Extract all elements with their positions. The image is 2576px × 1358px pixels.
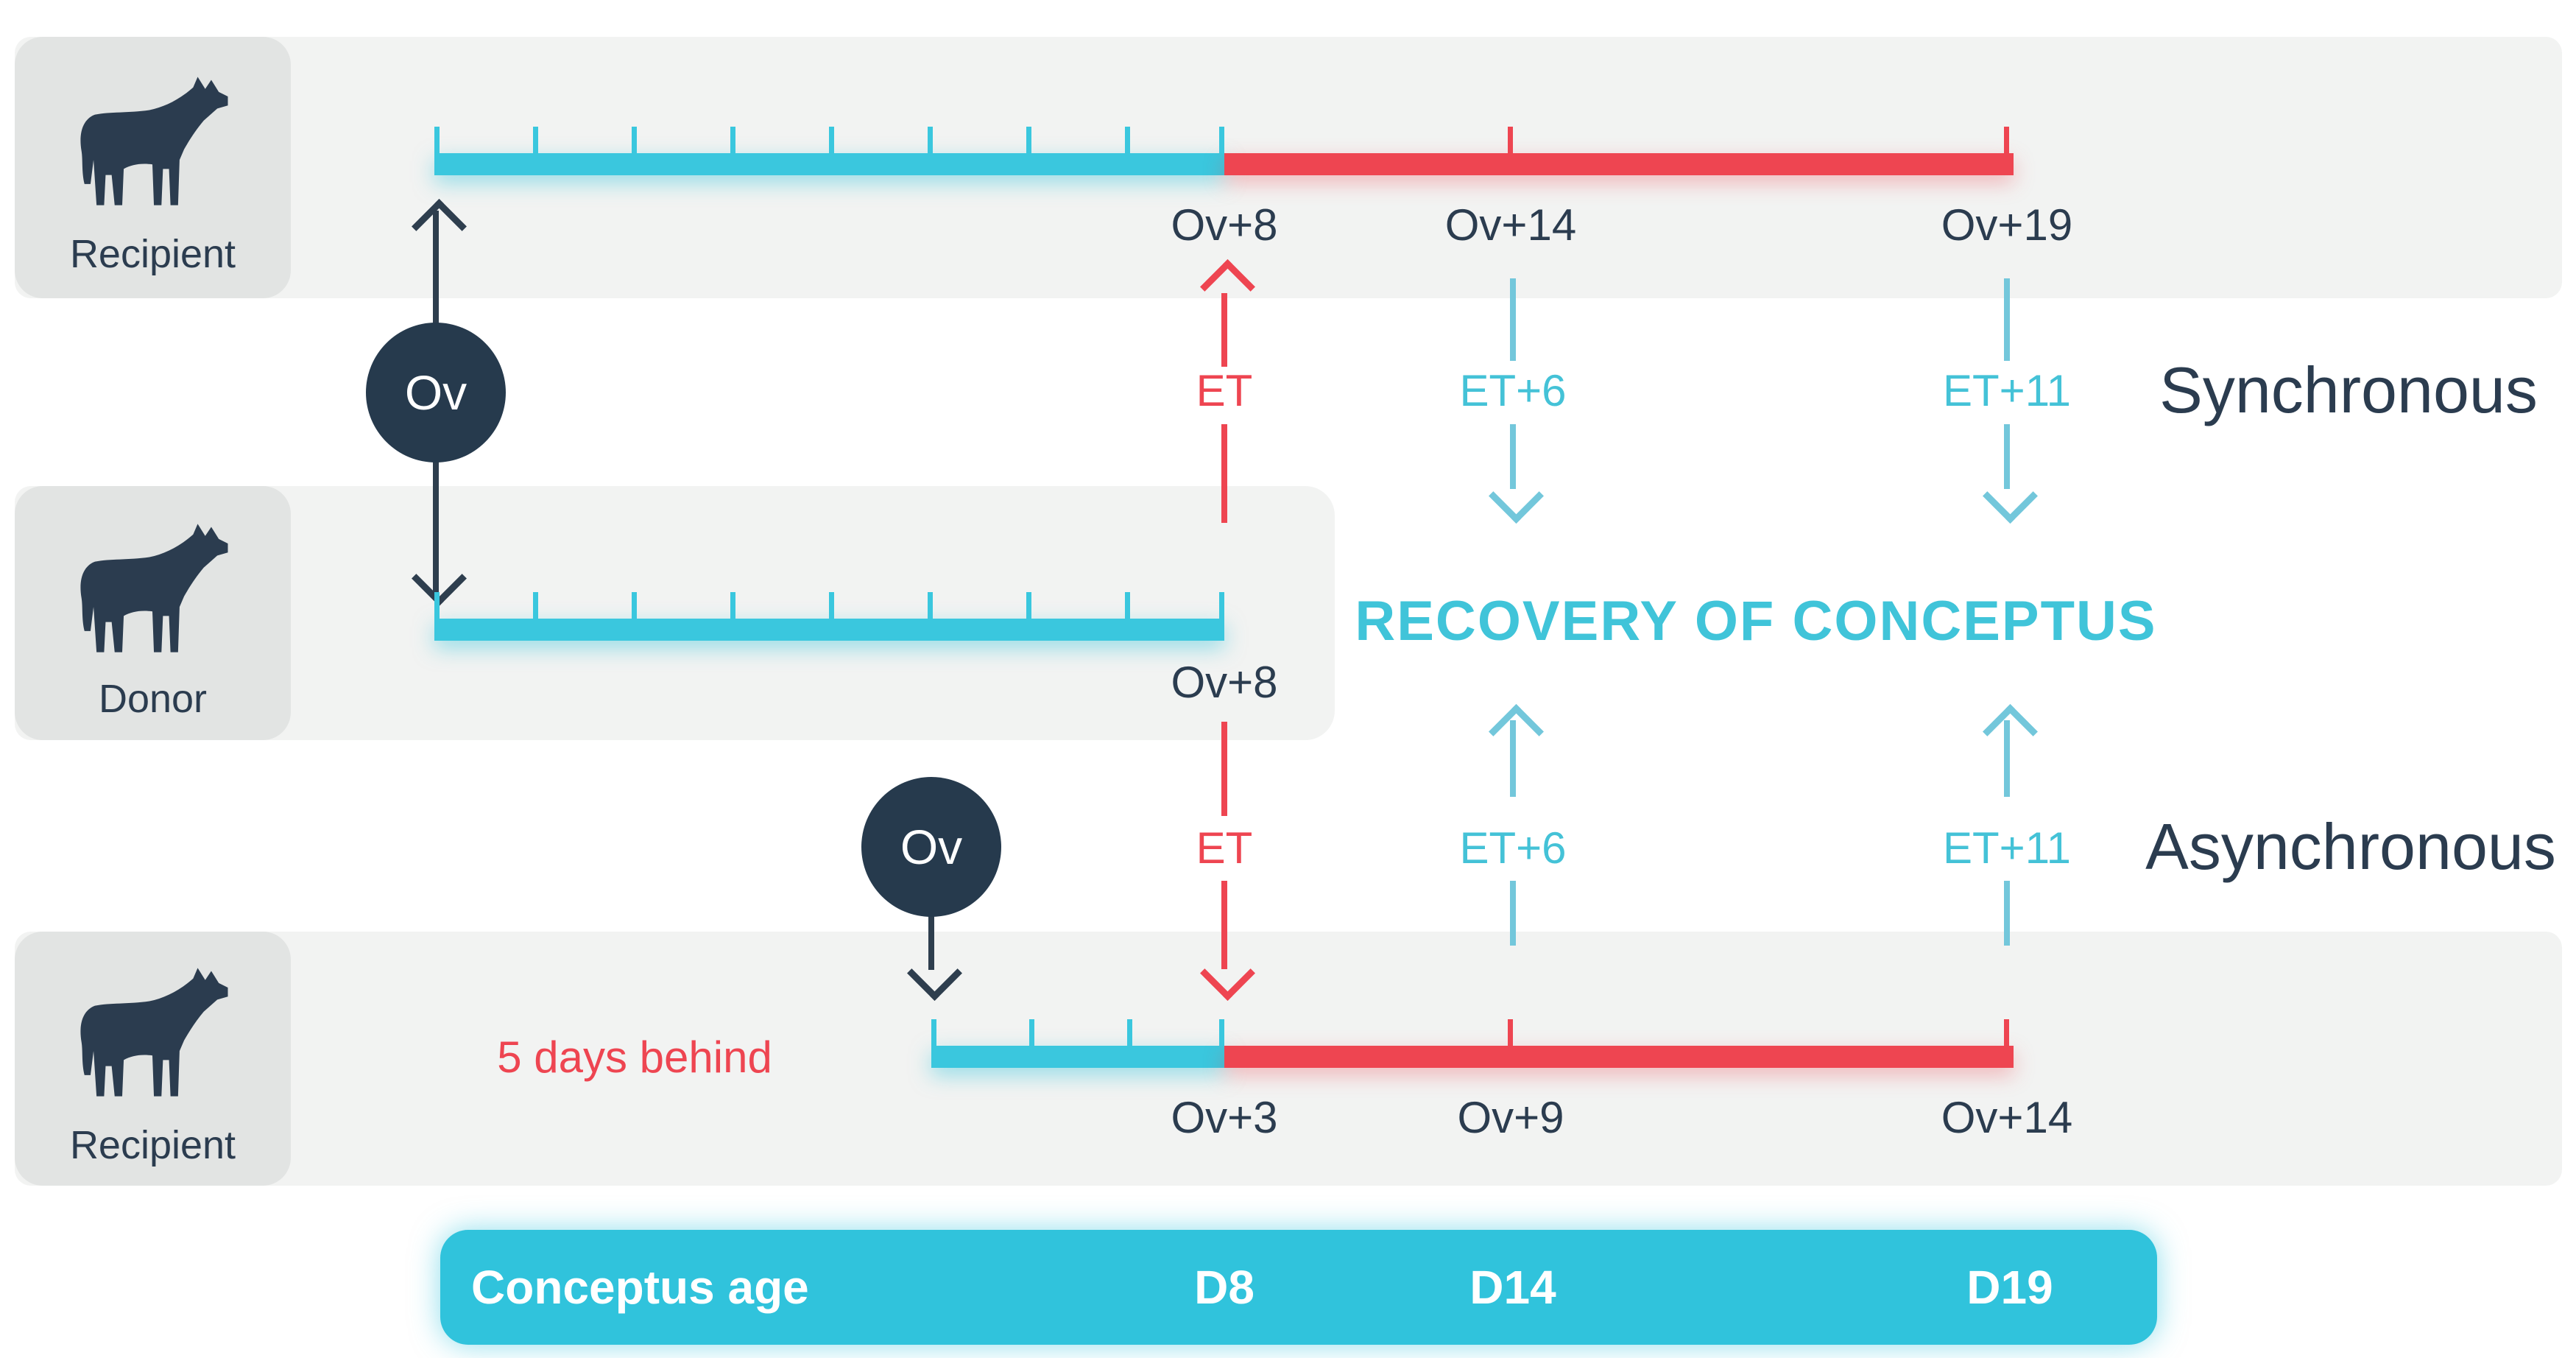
et-arrow-shaft (1221, 293, 1227, 367)
et11-arrow-down-head (1983, 468, 2038, 524)
tick (434, 592, 440, 619)
donor-mark-ov8: Ov+8 (1171, 658, 1278, 707)
recipient-top-timeline-red (1224, 153, 2014, 175)
tick (1219, 592, 1224, 619)
async-et-label: ET (1196, 823, 1253, 873)
tick (1219, 127, 1224, 153)
ovulation-badge-label: Ov (900, 820, 963, 874)
timeline-mark-ov8: Ov+8 (1171, 200, 1278, 250)
et-arrow-shaft (1221, 424, 1227, 523)
et6-arrow-shaft (1510, 424, 1516, 489)
donor-timeline (434, 619, 1224, 641)
et11-arrow-up-head (1983, 704, 2038, 759)
conceptus-age-d8: D8 (1194, 1261, 1255, 1314)
tick (1026, 592, 1031, 619)
tick (632, 127, 637, 153)
tick (1029, 1019, 1034, 1046)
recovery-of-conceptus-label: RECOVERY OF CONCEPTUS (1355, 590, 2157, 652)
tick (1026, 127, 1031, 153)
card-label: Recipient (69, 1123, 236, 1167)
et11-arrow-shaft (2004, 278, 2010, 361)
horse-icon (80, 77, 228, 205)
tick (928, 592, 933, 619)
tick (1125, 127, 1130, 153)
timeline-mark-ov14: Ov+14 (1941, 1093, 2073, 1142)
et6-arrow-up-head (1489, 704, 1544, 759)
et11-arrow-shaft (2004, 720, 2010, 797)
ovulation-badge-async: Ov (861, 777, 1001, 917)
tick (533, 592, 538, 619)
tick (1508, 1019, 1513, 1046)
et11-arrow-shaft (2004, 424, 2010, 489)
sync-et11-label: ET+11 (1943, 366, 2071, 415)
et-arrow-shaft (1221, 722, 1227, 816)
tick (632, 592, 637, 619)
et6-arrow-shaft (1510, 278, 1516, 361)
conceptus-age-d14: D14 (1469, 1261, 1556, 1314)
tick (730, 127, 735, 153)
timeline-mark-ov3: Ov+3 (1171, 1093, 1278, 1142)
card-label: Donor (98, 677, 208, 721)
conceptus-age-d19: D19 (1966, 1261, 2053, 1314)
synchronous-label: Synchronous (2159, 353, 2538, 426)
sync-et6-label: ET+6 (1459, 366, 1567, 415)
asynchronous-label: Asynchronous (2145, 810, 2556, 883)
card-label: Recipient (69, 232, 236, 276)
horse-icon (80, 968, 228, 1097)
tick (730, 592, 735, 619)
conceptus-age-bar (440, 1230, 2157, 1345)
timeline-mark-ov19: Ov+19 (1941, 200, 2073, 250)
timeline-mark-ov14: Ov+14 (1444, 200, 1577, 250)
async-et11-label: ET+11 (1943, 823, 2071, 873)
tick (928, 127, 933, 153)
recipient-bottom-timeline-red (1224, 1046, 2014, 1068)
tick (1125, 592, 1130, 619)
tick (829, 127, 834, 153)
ovulation-badge-label: Ov (404, 365, 467, 420)
sync-et-label: ET (1196, 366, 1253, 415)
et6-arrow-shaft (1510, 881, 1516, 946)
recipient-bottom-timeline-cyan (931, 1046, 1224, 1068)
tick (1127, 1019, 1132, 1046)
et-arrow-shaft (1221, 881, 1227, 969)
horse-icon (80, 524, 228, 652)
ov-async-arrow (928, 915, 934, 970)
offset-note: 5 days behind (497, 1032, 772, 1082)
et11-arrow-shaft (2004, 881, 2010, 946)
tick (829, 592, 834, 619)
timeline-mark-ov9: Ov+9 (1457, 1093, 1564, 1142)
conceptus-age-title: Conceptus age (471, 1261, 809, 1314)
tick (931, 1019, 936, 1046)
tick (2004, 127, 2009, 153)
et6-arrow-down-head (1489, 468, 1544, 524)
tick (1219, 1019, 1224, 1046)
tick (533, 127, 538, 153)
tick (1508, 127, 1513, 153)
et6-arrow-shaft (1510, 720, 1516, 797)
tick (2004, 1019, 2009, 1046)
recipient-top-timeline-cyan (434, 153, 1224, 175)
ovulation-badge-sync: Ov (366, 323, 506, 462)
async-et6-label: ET+6 (1459, 823, 1567, 873)
tick (434, 127, 440, 153)
